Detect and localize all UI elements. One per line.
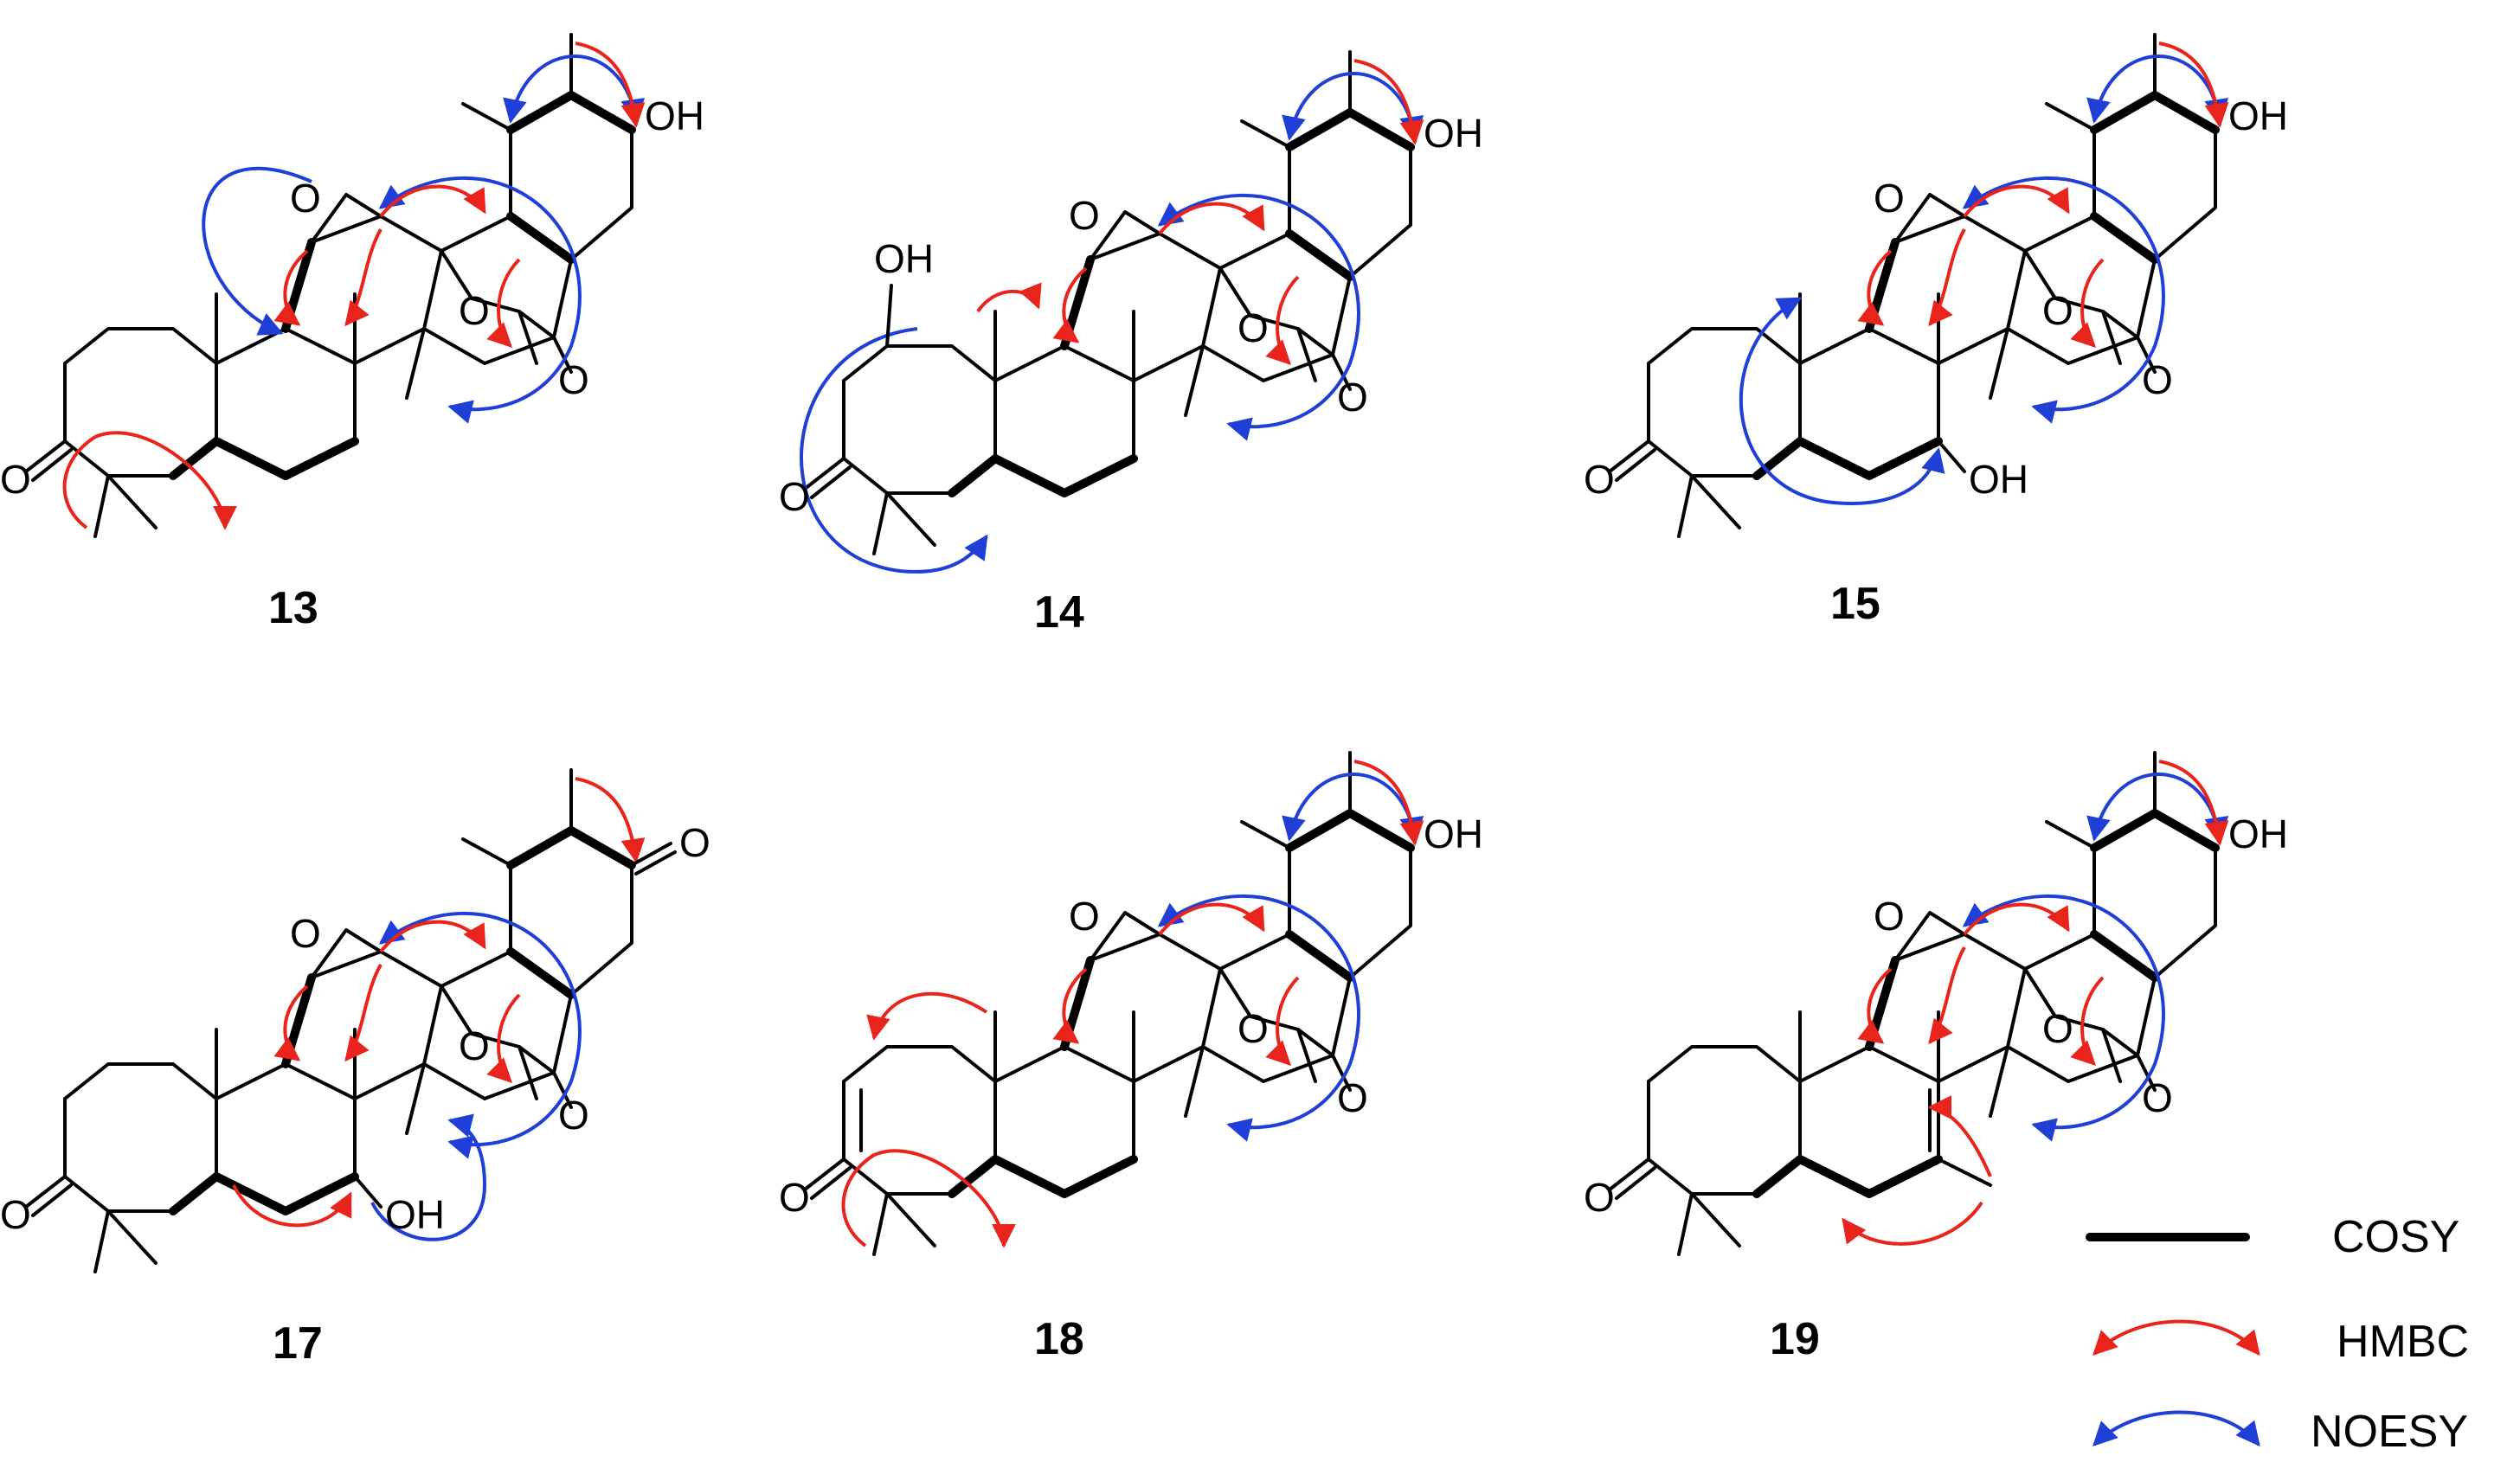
legend-hmbc-label: HMBC <box>2337 1317 2469 1367</box>
legend-noesy-arrow <box>2092 1410 2260 1447</box>
svg-text:O: O <box>558 357 589 402</box>
legend: COSY HMBC NOESY <box>2086 1212 2469 1457</box>
svg-text:O: O <box>558 1093 589 1138</box>
legend-hmbc-arrow <box>2092 1319 2260 1356</box>
legend-noesy-label: NOESY <box>2311 1407 2468 1457</box>
svg-text:O: O <box>1874 176 1905 221</box>
compound-15: OH OH O O O O 15 <box>1584 35 2288 629</box>
svg-text:OH: OH <box>2228 811 2288 856</box>
compound-17: OH O O O O O 17 <box>0 770 710 1369</box>
svg-text:O: O <box>1874 894 1905 939</box>
compound-18: OH O O O O 18 <box>779 753 1483 1364</box>
svg-text:O: O <box>0 1192 31 1237</box>
svg-text:O: O <box>779 1175 810 1220</box>
compound-label: 14 <box>1034 587 1084 638</box>
compound-label: 19 <box>1770 1314 1820 1364</box>
legend-cosy-label: COSY <box>2332 1212 2459 1262</box>
svg-text:OH: OH <box>1424 111 1483 156</box>
svg-text:OH: OH <box>1424 811 1483 856</box>
svg-text:OH: OH <box>2228 93 2288 138</box>
svg-text:O: O <box>290 176 321 221</box>
svg-text:O: O <box>459 288 490 333</box>
svg-text:O: O <box>459 1023 490 1068</box>
compound-label: 17 <box>273 1318 323 1369</box>
compound-label: 15 <box>1830 579 1880 629</box>
compound-label: 13 <box>268 583 318 633</box>
svg-text:O: O <box>1337 375 1368 420</box>
svg-text:O: O <box>779 474 810 519</box>
svg-text:O: O <box>2142 1075 2173 1120</box>
compound-label: 18 <box>1034 1314 1084 1364</box>
compound-19: OH O O O O 19 <box>1584 753 2288 1364</box>
svg-text:OH: OH <box>1969 457 2028 502</box>
svg-text:O: O <box>1238 305 1269 350</box>
svg-text:O: O <box>290 911 321 956</box>
svg-text:O: O <box>0 457 31 502</box>
svg-text:O: O <box>679 820 710 865</box>
svg-text:OH: OH <box>645 93 704 138</box>
svg-text:OH: OH <box>385 1192 445 1237</box>
svg-text:O: O <box>2042 1006 2073 1051</box>
svg-text:O: O <box>2142 357 2173 402</box>
svg-text:O: O <box>2042 288 2073 333</box>
svg-text:O: O <box>1069 193 1100 238</box>
compound-13: OH O O O O 13 <box>0 35 704 633</box>
svg-text:O: O <box>1069 894 1100 939</box>
svg-text:OH: OH <box>874 236 934 281</box>
compound-14: OH OH O O O O 14 <box>779 52 1483 638</box>
svg-text:O: O <box>1584 1175 1615 1220</box>
svg-text:O: O <box>1337 1075 1368 1120</box>
svg-text:O: O <box>1584 457 1615 502</box>
svg-text:O: O <box>1238 1006 1269 1051</box>
